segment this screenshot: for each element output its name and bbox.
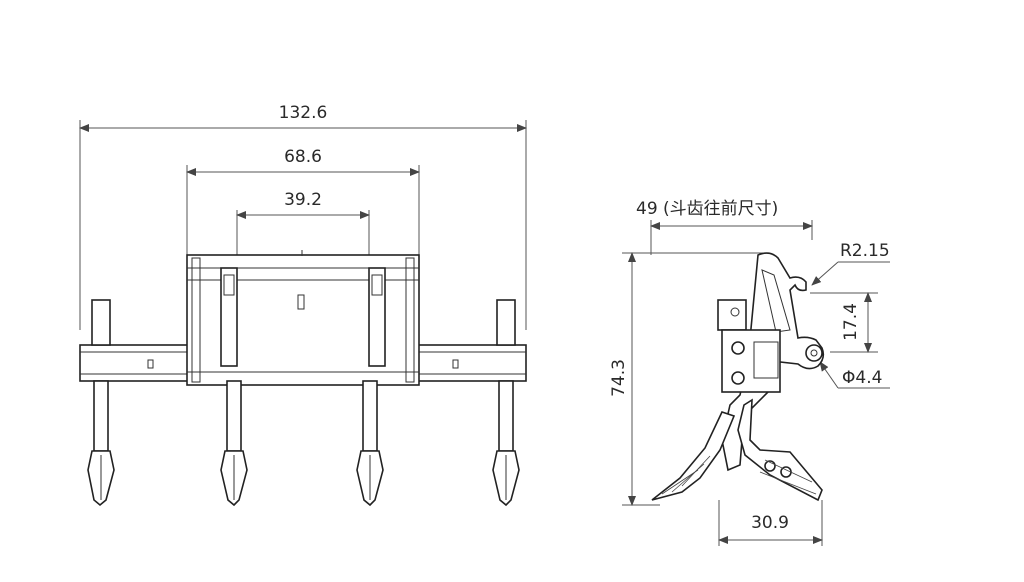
dimension-label-vertical-pin: 17.4 bbox=[841, 303, 861, 341]
dimension-label-radius: R2.15 bbox=[840, 241, 890, 261]
dimension-tip-reach: 49 (斗齿往前尺寸) bbox=[636, 199, 813, 255]
dimension-frame-width: 68.6 bbox=[186, 147, 420, 255]
dimension-pin-diameter: Φ4.4 bbox=[819, 361, 890, 389]
dimension-label-height: 74.3 bbox=[609, 359, 629, 397]
ripper-tooth-2 bbox=[220, 380, 248, 507]
dimension-label-tooth-width: 30.9 bbox=[751, 513, 789, 533]
dimension-label-pin-diameter: Φ4.4 bbox=[842, 368, 882, 388]
dimension-vertical-pin: 17.4 bbox=[810, 292, 878, 353]
mounting-frame bbox=[186, 250, 420, 386]
dimension-overall-width: 132.6 bbox=[79, 103, 527, 330]
ripper-side-profile bbox=[651, 252, 825, 502]
dimension-height: 74.3 bbox=[609, 252, 770, 506]
ripper-tooth-4 bbox=[492, 299, 520, 507]
ripper-shanks bbox=[87, 299, 520, 507]
dimension-label-overall-width: 132.6 bbox=[279, 103, 328, 123]
dimension-radius: R2.15 bbox=[811, 241, 890, 286]
ripper-tooth-3 bbox=[356, 380, 384, 507]
dimension-label-frame-width: 68.6 bbox=[284, 147, 322, 167]
side-view: 49 (斗齿往前尺寸) R2.15 17.4 Φ4.4 74.3 bbox=[609, 199, 890, 546]
dimension-label-tip-reach: 49 (斗齿往前尺寸) bbox=[636, 199, 778, 219]
dimension-tooth-width: 30.9 bbox=[718, 500, 823, 546]
ripper-tooth-1 bbox=[87, 299, 115, 507]
dimension-label-inner-width: 39.2 bbox=[284, 190, 322, 210]
front-view: 132.6 68.6 39.2 bbox=[79, 103, 527, 507]
